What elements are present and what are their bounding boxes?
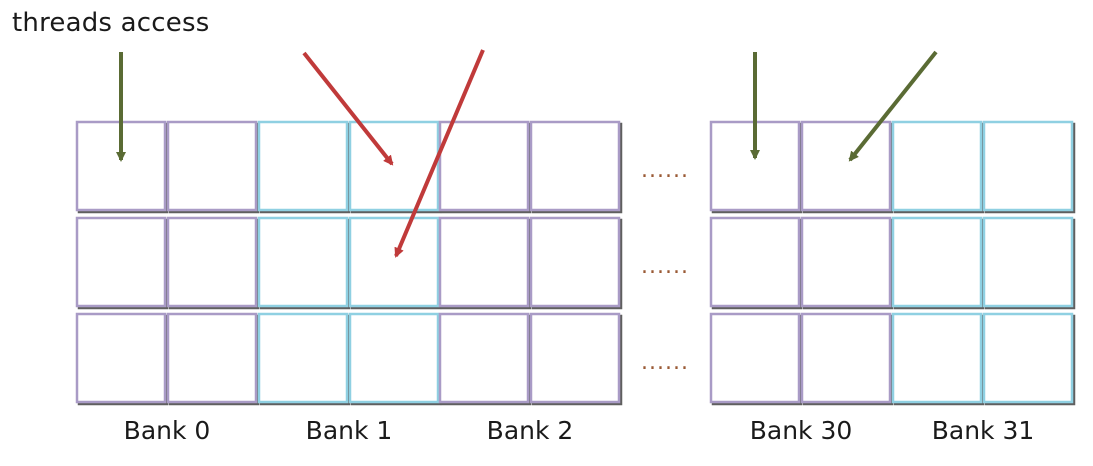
memory-cell-bank0-row3	[166, 312, 258, 404]
thread-arrow-red-b	[394, 49, 485, 258]
memory-cell-bank1-row1	[348, 120, 440, 212]
memory-cell-bank31-row3	[891, 312, 983, 404]
threads-access-caption: threads access	[12, 8, 210, 38]
memory-cell-bank30-row3	[709, 312, 801, 404]
bank-label-2: Bank 2	[486, 416, 574, 445]
memory-cell-bank0-row2	[75, 216, 167, 308]
ellipsis-row-3: ......	[641, 350, 689, 375]
memory-cell-bank1-row3	[257, 312, 349, 404]
memory-cell-bank31-row2	[982, 216, 1074, 308]
thread-arrow-red-a	[302, 51, 394, 166]
ellipsis-row-1: ......	[641, 158, 689, 183]
memory-cell-bank2-row1	[438, 120, 530, 212]
memory-cell-bank31-row3	[982, 312, 1074, 404]
thread-arrow-green-diagonal	[848, 50, 938, 162]
memory-cell-bank2-row2	[438, 216, 530, 308]
memory-cell-bank0-row2	[166, 216, 258, 308]
memory-cell-bank1-row1	[257, 120, 349, 212]
memory-cell-bank30-row3	[800, 312, 892, 404]
memory-cell-bank2-row3	[438, 312, 530, 404]
thread-access-arrows	[116, 49, 938, 258]
memory-cell-bank31-row1	[891, 120, 983, 212]
memory-cell-bank0-row1	[166, 120, 258, 212]
memory-cell-grid	[75, 120, 1076, 406]
memory-cell-bank31-row2	[891, 216, 983, 308]
memory-cell-bank30-row1	[800, 120, 892, 212]
memory-cell-bank31-row1	[982, 120, 1074, 212]
ellipsis-row-2: ......	[641, 254, 689, 279]
bank-label-0: Bank 0	[123, 416, 211, 445]
memory-cell-bank1-row2	[257, 216, 349, 308]
bank-label-31: Bank 31	[931, 416, 1035, 445]
memory-cell-bank30-row2	[709, 216, 801, 308]
memory-cell-bank1-row2	[348, 216, 440, 308]
bank-label-1: Bank 1	[305, 416, 393, 445]
memory-cell-bank2-row1	[529, 120, 621, 212]
memory-cell-bank1-row3	[348, 312, 440, 404]
memory-cell-bank0-row3	[75, 312, 167, 404]
memory-cell-bank30-row2	[800, 216, 892, 308]
bank-label-30: Bank 30	[749, 416, 853, 445]
memory-cell-bank2-row2	[529, 216, 621, 308]
memory-cell-bank2-row3	[529, 312, 621, 404]
